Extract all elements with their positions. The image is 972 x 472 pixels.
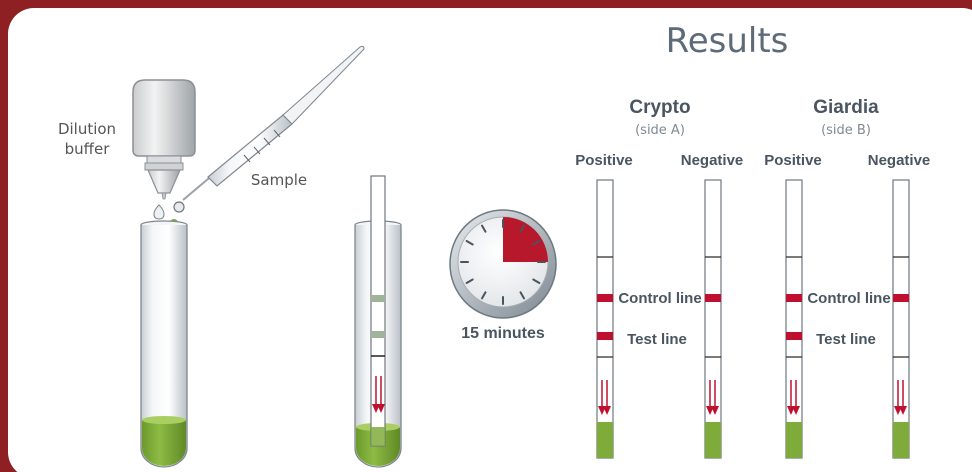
test-tube-left [140, 220, 188, 468]
pipette [173, 45, 365, 213]
crypto-negative-label: Negative [681, 152, 744, 169]
control-band [705, 294, 721, 302]
giardia-side-label: (side B) [821, 123, 871, 138]
clock-tick [519, 291, 525, 300]
crypto-side-label: (side A) [635, 123, 685, 138]
clock-tick [532, 278, 541, 284]
faint-test-band [371, 331, 385, 338]
elapsed-time-wedge [503, 217, 548, 262]
giardia-negative-label: Negative [868, 152, 931, 169]
control-band [597, 294, 613, 302]
giardia-test-line-label: Test line [816, 331, 876, 348]
faint-control-band [371, 295, 385, 302]
dilution-label-line1: Dilution [58, 120, 116, 138]
crypto-control-line-label: Control line [618, 290, 701, 307]
strip-giardia-positive [785, 179, 803, 459]
dilution-label-line2: buffer [65, 140, 111, 158]
test-band [597, 332, 613, 340]
clock-tick [465, 240, 474, 246]
giardia-control-line-label: Control line [807, 290, 890, 307]
clock-tick [481, 291, 487, 300]
dilution-buffer-bottle [132, 79, 196, 200]
crypto-positive-label: Positive [575, 152, 633, 169]
crypto-title: Crypto [629, 97, 690, 118]
clock-tick [481, 224, 487, 233]
timer-label: 15 minutes [461, 325, 545, 342]
test-band [786, 332, 802, 340]
clock-tick [532, 240, 541, 246]
control-band [893, 294, 909, 302]
clock-tick [519, 224, 525, 233]
strip-giardia-negative [892, 179, 910, 459]
results-title: Results [666, 21, 789, 61]
test-tube-with-strip [354, 175, 402, 468]
control-band [786, 294, 802, 302]
strip-crypto-negative [704, 179, 722, 459]
timer-clock-icon [449, 209, 557, 319]
clock-tick [465, 278, 474, 284]
giardia-positive-label: Positive [764, 152, 822, 169]
sample-label: Sample [251, 171, 307, 189]
buffer-drop [153, 204, 165, 220]
crypto-test-line-label: Test line [627, 331, 687, 348]
strip-crypto-positive [596, 179, 614, 459]
giardia-title: Giardia [813, 97, 879, 118]
